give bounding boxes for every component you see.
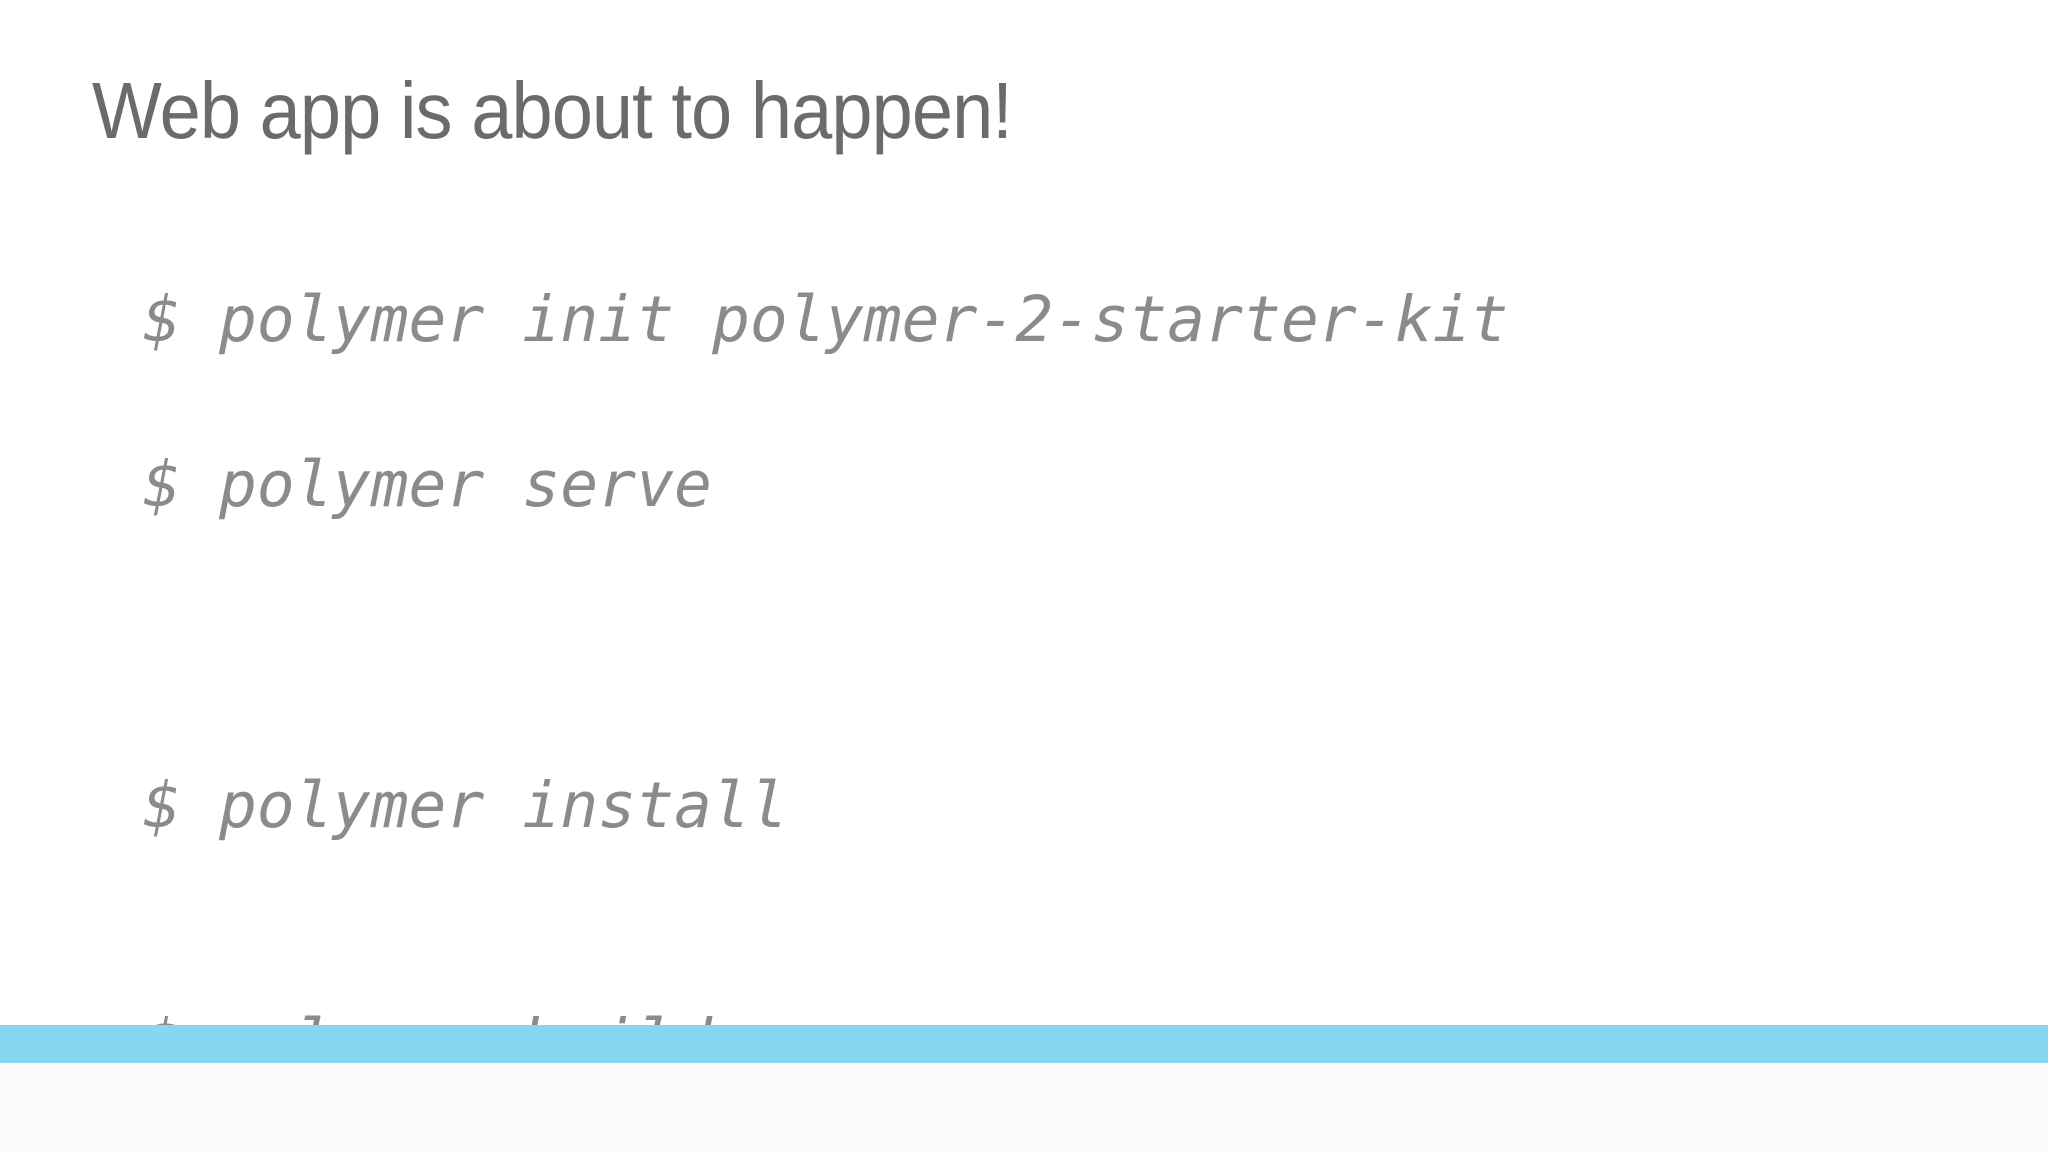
code-line-polymer-serve: $ polymer serve <box>143 448 712 521</box>
code-line-polymer-init: $ polymer init polymer-2-starter-kit <box>143 283 1509 356</box>
footer-strip <box>0 1063 2048 1152</box>
slide-title: Web app is about to happen! <box>92 66 1013 155</box>
accent-bar <box>0 1025 2048 1063</box>
code-line-polymer-install: $ polymer install <box>143 769 788 842</box>
